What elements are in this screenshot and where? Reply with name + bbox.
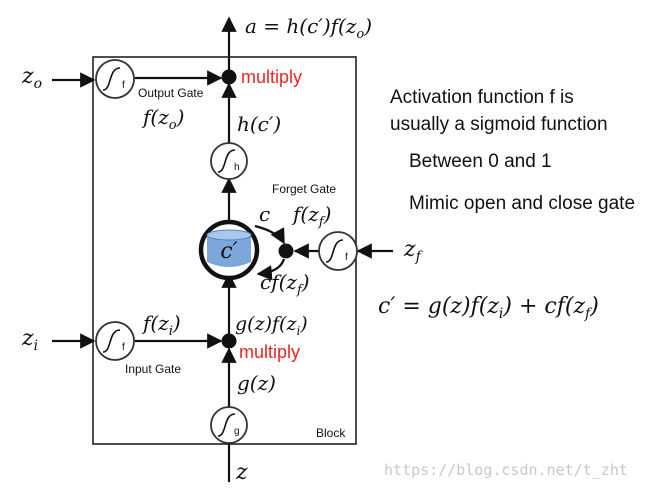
note-line-3: Between 0 and 1 <box>409 151 552 172</box>
multiply-label-top: multiply <box>241 67 302 87</box>
block-label: Block <box>316 426 346 440</box>
multiply-dot-output <box>221 69 237 85</box>
term-g-z-f-zi: g(z)f(zi) <box>235 313 308 338</box>
term-c: c <box>259 202 270 226</box>
term-f-zo: f(zo) <box>141 105 184 133</box>
term-f-zf: f(zf) <box>291 202 331 230</box>
cell-fill <box>207 235 251 267</box>
cell-update-formula: c′ = g(z)f(zi) + cf(zf) <box>378 294 599 322</box>
connections <box>52 16 393 482</box>
output-gate-sigmoid-icon: f <box>95 59 135 99</box>
term-cf-zf: cf(zf) <box>260 270 310 298</box>
input-zf-label: zf <box>403 237 424 265</box>
output-gate-node-label: f <box>122 80 125 91</box>
h-activation-icon: h <box>210 142 248 180</box>
memory-cell: c′ <box>198 219 260 281</box>
input-z-label: z <box>235 460 248 485</box>
multiply-dot-input <box>221 333 237 349</box>
h-node-label: h <box>234 162 240 173</box>
forget-gate-label: Forget Gate <box>272 182 336 196</box>
forget-gate-sigmoid-icon: f <box>318 231 358 271</box>
term-g-z: g(z) <box>237 371 276 395</box>
arrow-cell-to-forget-dot <box>254 224 285 245</box>
note-line-1: Activation function f is <box>390 87 574 108</box>
multiply-dot-forget <box>278 243 294 259</box>
input-zi-label: zi <box>21 326 38 354</box>
input-gate-label: Input Gate <box>125 362 181 376</box>
output-gate-label: Output Gate <box>138 86 204 100</box>
multiply-label-bottom: multiply <box>239 342 300 362</box>
g-node-label: g <box>234 426 240 437</box>
watermark: https://blog.csdn.net/t_zht <box>384 461 628 479</box>
cell-label: c′ <box>220 239 237 264</box>
g-activation-icon: g <box>210 406 248 444</box>
input-zo-label: zo <box>21 64 42 92</box>
output-a-equation: a = h(c′)f(zo) <box>245 14 372 42</box>
term-h-c: h(c′) <box>237 112 281 136</box>
term-f-zi: f(zi) <box>141 311 181 339</box>
input-gate-sigmoid-icon: f <box>95 321 135 361</box>
note-line-4: Mimic open and close gate <box>409 193 635 214</box>
arrow-forget-dot-to-cell <box>256 258 286 281</box>
note-line-2: usually a sigmoid function <box>390 114 608 135</box>
forget-gate-node-label: f <box>345 252 348 263</box>
input-gate-node-label: f <box>122 342 125 353</box>
